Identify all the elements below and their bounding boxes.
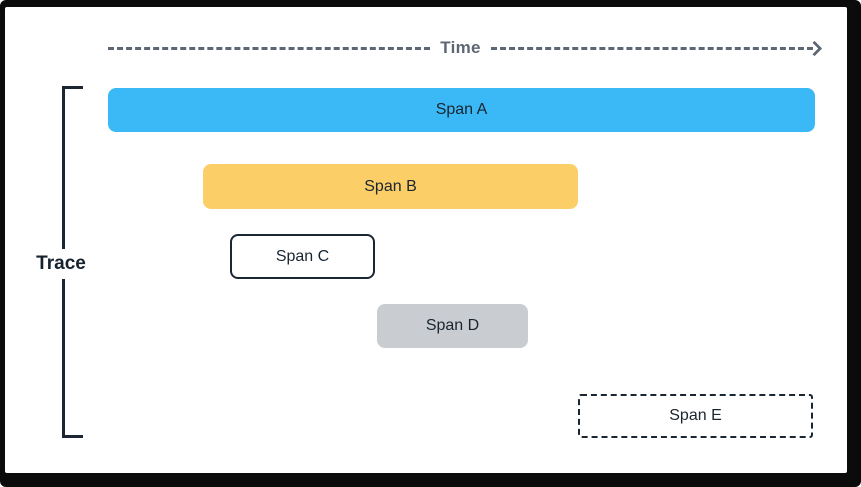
span-a-bar: Span A [108, 88, 815, 132]
time-axis-dashed-line-left [108, 46, 431, 50]
span-e-label: Span E [669, 407, 722, 424]
span-c-bar: Span C [230, 234, 375, 279]
trace-bracket-bottom-tick [62, 435, 83, 438]
diagram-canvas: Time Trace Span A Span B Span C Span D S… [5, 7, 847, 473]
trace-label: Trace [26, 249, 96, 279]
span-b-label: Span B [364, 177, 417, 195]
arrow-right-icon [806, 40, 823, 56]
span-a-label: Span A [435, 101, 488, 118]
span-b-bar: Span B [203, 164, 578, 209]
time-axis: Time [108, 37, 823, 59]
span-e-bar: Span E [578, 394, 813, 438]
trace-bracket-top-tick [62, 86, 83, 89]
time-axis-dashed-line-right [490, 46, 814, 50]
span-d-label: Span D [425, 317, 480, 334]
span-c-label: Span C [275, 247, 330, 265]
span-d-bar: Span D [377, 304, 528, 348]
time-axis-label: Time [440, 38, 481, 57]
